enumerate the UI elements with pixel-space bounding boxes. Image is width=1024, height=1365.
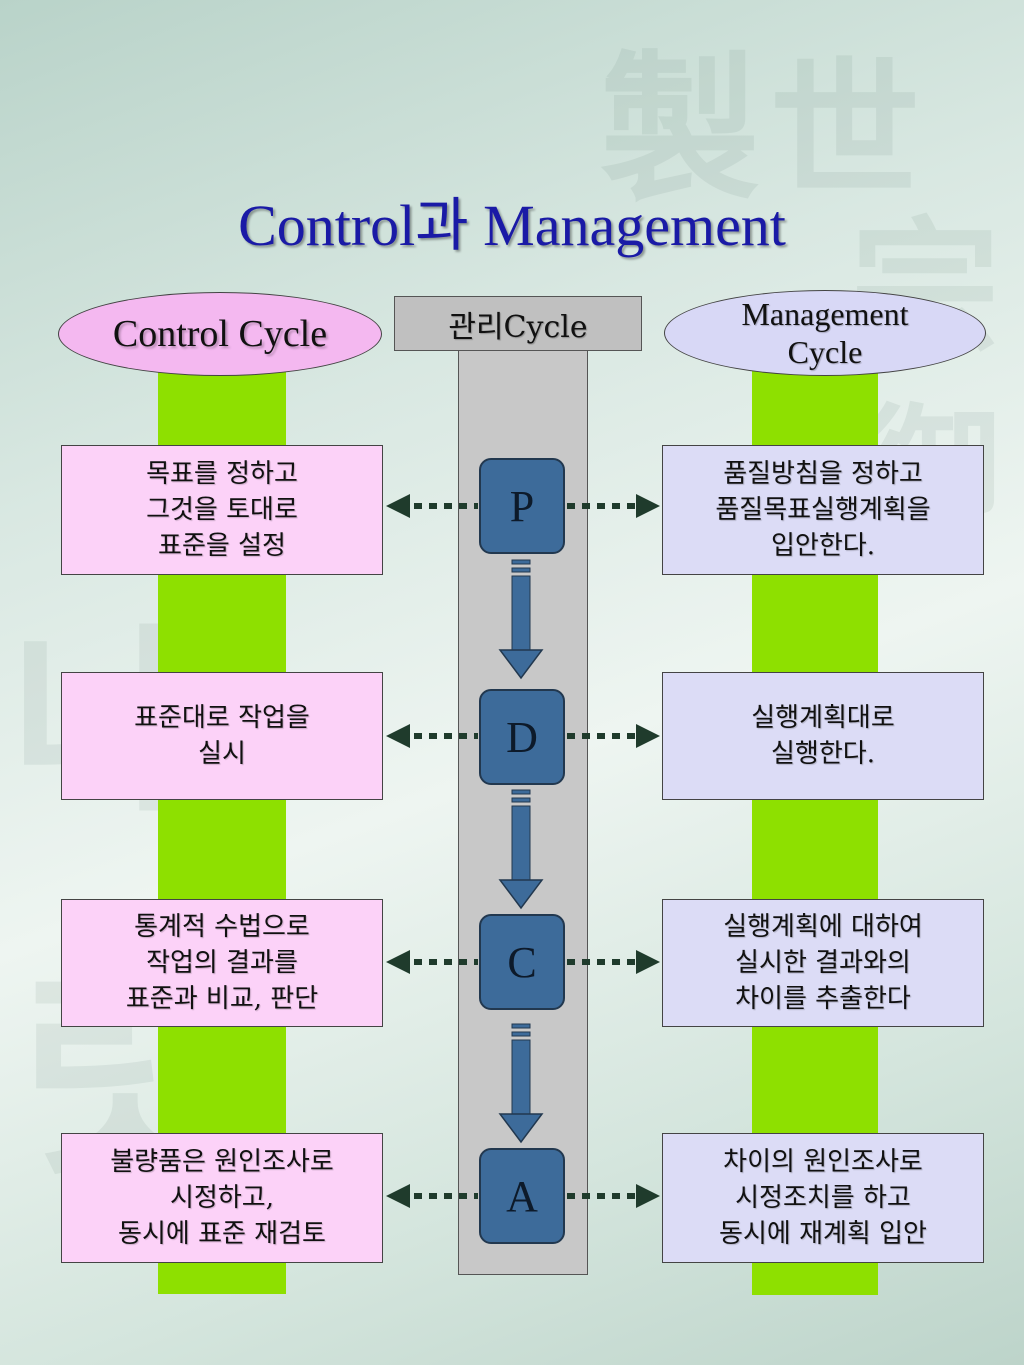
flow-arrow-d-c — [498, 789, 544, 910]
phase-p: P — [479, 458, 565, 554]
management-cycle-ko-header: 관리Cycle — [394, 296, 642, 351]
management-cycle-header-label: Management Cycle — [741, 296, 909, 370]
management-step-act: 차이의 원인조사로 시정조치를 하고 동시에 재계획 입안 — [662, 1133, 984, 1263]
link-arrow-a — [386, 1184, 660, 1208]
flow-arrow-p-d — [498, 559, 544, 680]
link-arrow-p — [386, 494, 660, 518]
phase-c: C — [479, 914, 565, 1010]
control-step-do: 표준대로 작업을 실시 — [61, 672, 383, 800]
control-step-act: 불량품은 원인조사로 시정하고, 동시에 표준 재검토 — [61, 1133, 383, 1263]
control-step-plan: 목표를 정하고 그것을 토대로 표준을 설정 — [61, 445, 383, 575]
page-title: Control과 Management — [238, 193, 786, 258]
phase-a: A — [479, 1148, 565, 1244]
management-step-plan: 품질방침을 정하고 품질목표실행계획을 입안한다. — [662, 445, 984, 575]
control-step-check: 통계적 수법으로 작업의 결과를 표준과 비교, 판단 — [61, 899, 383, 1027]
management-cycle-header: Management Cycle — [664, 290, 986, 376]
link-arrow-d — [386, 724, 660, 748]
management-step-do: 실행계획대로 실행한다. — [662, 672, 984, 800]
control-cycle-header: Control Cycle — [58, 292, 382, 376]
link-arrow-c — [386, 950, 660, 974]
phase-d: D — [479, 689, 565, 785]
management-step-check: 실행계획에 대하여 실시한 결과와의 차이를 추출한다 — [662, 899, 984, 1027]
flow-arrow-c-a — [498, 1023, 544, 1144]
